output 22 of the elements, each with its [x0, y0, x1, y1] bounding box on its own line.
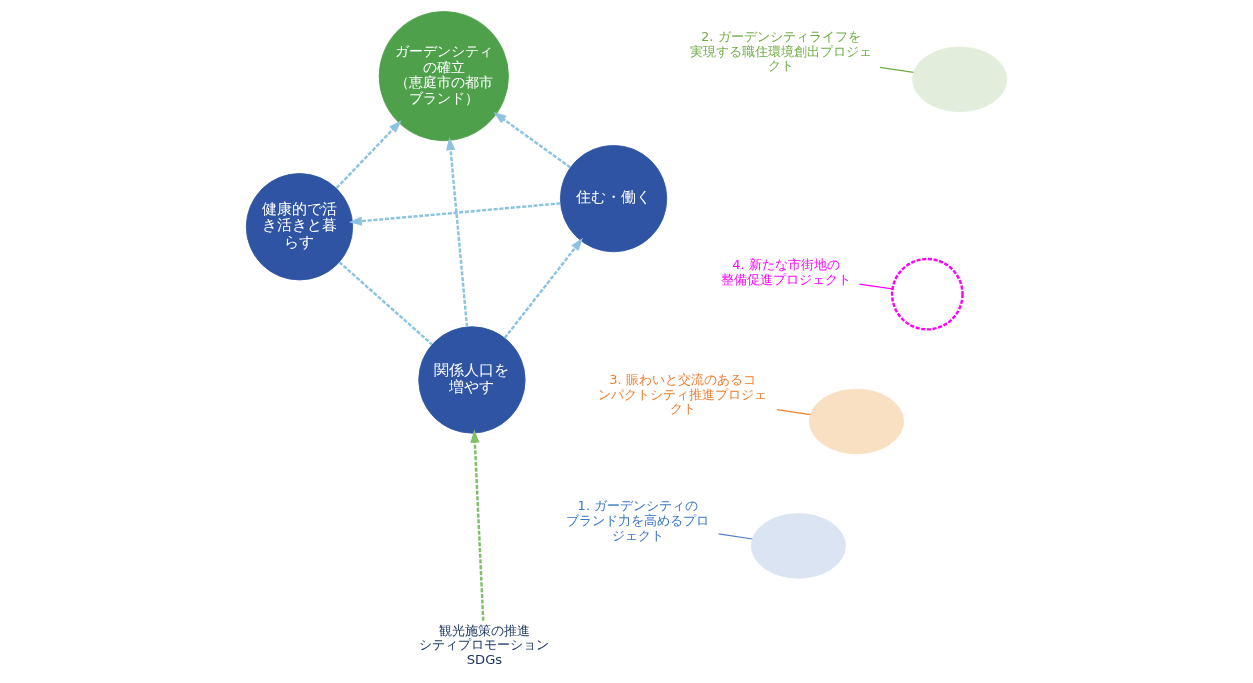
node-text: 4. 新たな市街地の整備促進プロジェクト	[721, 256, 852, 287]
connector	[776, 408, 812, 416]
node-blob	[750, 513, 846, 579]
connector	[718, 533, 753, 540]
node-text: 3. 賑わいと交流のあるコンパクトシティ推進プロジェクト	[598, 371, 768, 417]
node-text: 1. ガーデンシティのブランド力を高めるプロジェクト	[566, 498, 710, 543]
arrow	[503, 237, 583, 339]
node-text: 観光施策の推進 シティプロモーション SDGs	[419, 622, 550, 668]
node-circle: 健康的で活き活きと暮らす	[245, 173, 354, 281]
arrow	[348, 202, 561, 226]
connector	[858, 283, 893, 290]
arrow	[470, 429, 485, 621]
arrow	[335, 120, 402, 189]
node-text: 2. ガーデンシティライフを実現する職住環境創出プロジェクト	[689, 28, 872, 74]
node-circle: 関係人口を増やす	[418, 326, 526, 434]
connector	[879, 66, 915, 74]
node-circle	[890, 257, 964, 331]
node-blob	[912, 46, 1008, 113]
arrow	[493, 111, 571, 169]
connector	[338, 261, 433, 346]
node-blob	[809, 388, 904, 455]
arrow	[446, 136, 469, 327]
